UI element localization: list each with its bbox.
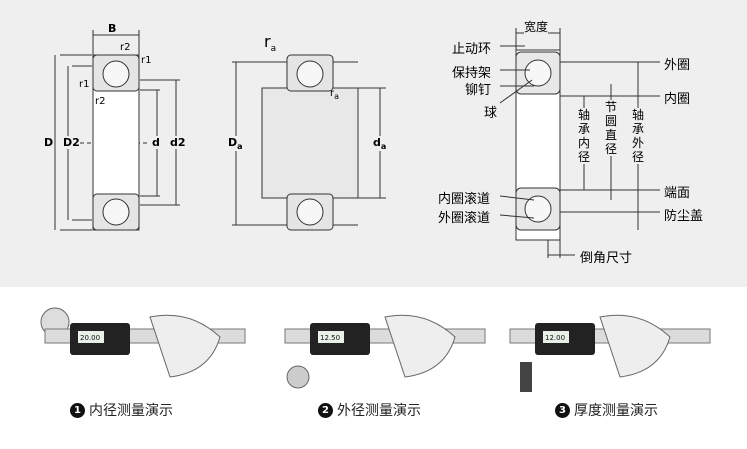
label-ra-inner: ra bbox=[330, 88, 340, 101]
label-d-outer: D bbox=[44, 136, 54, 149]
label-inner-ring: 内圈 bbox=[664, 92, 691, 107]
bearing-section-1 bbox=[54, 30, 180, 231]
label-inner-race: 内圈滚道 bbox=[438, 192, 491, 207]
caliper-demos: 20.00 12.50 12.00 bbox=[40, 307, 711, 392]
label-width: 宽度 bbox=[524, 18, 549, 35]
label-d-bore: d bbox=[152, 136, 160, 149]
label-da-outer: Da bbox=[228, 136, 243, 152]
bearing-diagrams bbox=[54, 28, 660, 258]
reading-2: 12.50 bbox=[320, 334, 340, 342]
label-d2-bore: d2 bbox=[170, 136, 186, 149]
label-da-inner: da bbox=[373, 136, 387, 152]
label-snap-ring: 止动环 bbox=[452, 42, 492, 57]
demo-caption-2: 2 外径测量演示 bbox=[318, 400, 421, 420]
label-b: B bbox=[108, 22, 117, 35]
caliper-demo-2: 12.50 bbox=[284, 314, 486, 389]
label-chamfer: 倒角尺寸 bbox=[580, 251, 633, 266]
demo-text-3: 厚度测量演示 bbox=[574, 403, 658, 419]
demo-caption-3: 3 厚度测量演示 bbox=[555, 400, 658, 420]
label-r2-left: r2 bbox=[95, 96, 106, 107]
bearing-section-2 bbox=[232, 54, 386, 231]
label-d2-outer: D2 bbox=[63, 136, 80, 149]
reading-1: 20.00 bbox=[80, 334, 100, 342]
label-r1-top: r1 bbox=[141, 55, 152, 66]
label-r1-left: r1 bbox=[79, 79, 90, 90]
demo-number-3: 3 bbox=[555, 402, 570, 418]
label-ball: 球 bbox=[484, 106, 498, 121]
label-r2-top: r2 bbox=[120, 42, 131, 53]
label-outer-ring: 外圈 bbox=[664, 58, 691, 73]
label-pitch: 节圆直径 bbox=[605, 100, 618, 156]
label-rivet: 铆钉 bbox=[465, 83, 492, 98]
demo-number-1: 1 bbox=[70, 402, 85, 418]
demo-number-2: 2 bbox=[318, 402, 333, 418]
demo-caption-1: 1 内径测量演示 bbox=[70, 400, 173, 420]
demo-text-2: 外径测量演示 bbox=[337, 403, 421, 419]
label-shield: 防尘盖 bbox=[664, 209, 704, 224]
label-cage: 保持架 bbox=[452, 66, 492, 81]
caliper-demo-1: 20.00 bbox=[40, 307, 246, 378]
label-outer-dia: 轴承外径 bbox=[632, 108, 645, 164]
reading-3: 12.00 bbox=[545, 334, 565, 342]
demo-text-1: 内径测量演示 bbox=[89, 403, 173, 419]
label-outer-race: 外圈滚道 bbox=[438, 211, 491, 226]
label-bore: 轴承内径 bbox=[578, 108, 591, 164]
label-ra-top: ra bbox=[264, 32, 277, 55]
label-end-face: 端面 bbox=[664, 186, 691, 201]
caliper-demo-3: 12.00 bbox=[509, 314, 711, 392]
